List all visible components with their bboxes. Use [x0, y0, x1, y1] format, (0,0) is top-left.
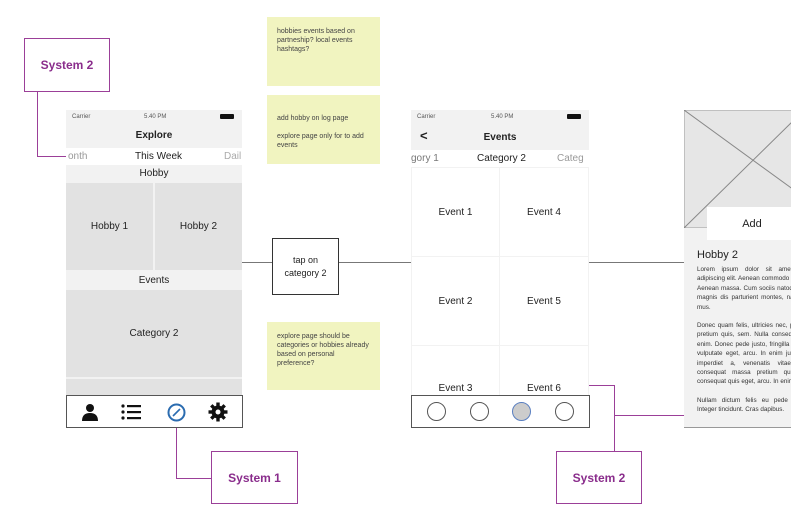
carrier-label: Carrier: [72, 114, 91, 120]
connector-line: [37, 156, 69, 157]
connector-line: [37, 91, 38, 157]
hobby-card[interactable]: Hobby 1: [66, 183, 153, 270]
flow-line: [338, 262, 411, 263]
event-card[interactable]: Event 1: [412, 168, 499, 256]
connector-line: [614, 385, 615, 451]
connector-line: [176, 420, 177, 479]
carrier-label: Carrier: [417, 114, 436, 120]
add-button[interactable]: Add: [707, 207, 791, 240]
sticky-note: add hobby on log page explore page only f…: [267, 95, 380, 164]
event-card[interactable]: Event 4: [500, 168, 588, 256]
battery-icon: [567, 114, 581, 119]
sticky-note: explore page should be categories or hob…: [267, 322, 380, 390]
compass-icon[interactable]: [167, 403, 186, 422]
connector-line: [584, 385, 615, 386]
explore-screen: Carrier 5.40 PM Explore onth This Week D…: [66, 110, 242, 395]
gear-icon[interactable]: [208, 402, 228, 422]
sticky-note: hobbies events based on partneship? loca…: [267, 17, 380, 86]
flow-line: [242, 262, 272, 263]
event-card[interactable]: Event 3: [412, 346, 499, 395]
tab-circle-icon[interactable]: [555, 402, 574, 421]
page-title: Explore: [135, 130, 173, 141]
system-1-label: System 1: [211, 451, 298, 504]
note-text: hobbies events based on partneship? loca…: [277, 28, 355, 53]
tab-bar: [411, 395, 590, 428]
time-label: 5.40 PM: [144, 114, 167, 120]
profile-icon[interactable]: [81, 403, 99, 421]
connector-line: [176, 478, 211, 479]
tab-daily[interactable]: Dail: [224, 151, 242, 162]
connector-line: [614, 415, 684, 416]
back-button[interactable]: <: [420, 128, 428, 143]
tab-circle-icon[interactable]: [470, 402, 489, 421]
tab-category-1[interactable]: gory 1: [411, 153, 439, 164]
hobby-card[interactable]: Hobby 2: [155, 183, 242, 270]
note-text: explore page only for to add events: [277, 133, 364, 149]
tap-action-box: tap on category 2: [272, 238, 339, 295]
hobby-detail-screen: Add Hobby 2 Lorem ipsum dolor sit amet, …: [684, 110, 791, 428]
note-text: explore page should be categories or hob…: [277, 333, 369, 367]
hobby-header: Hobby: [66, 168, 242, 179]
category-tabs: gory 1 Category 2 Categ: [411, 150, 589, 167]
battery-icon: [220, 114, 234, 119]
hobby-description: Lorem ipsum dolor sit amet, consectetuer…: [697, 266, 791, 414]
tab-this-week[interactable]: This Week: [135, 151, 183, 162]
tab-circle-icon-selected[interactable]: [512, 402, 531, 421]
system-2-label: System 2: [24, 38, 110, 92]
note-text: add hobby on log page: [277, 115, 349, 122]
category-card[interactable]: Category 2: [66, 290, 242, 377]
time-label: 5.40 PM: [491, 114, 514, 120]
tab-category-3[interactable]: Categ: [557, 153, 584, 164]
tab-circle-icon[interactable]: [427, 402, 446, 421]
event-card[interactable]: Event 6: [500, 346, 588, 395]
event-card[interactable]: Event 5: [500, 257, 588, 345]
category-card[interactable]: [66, 379, 242, 395]
events-screen: Carrier 5.40 PM < Events gory 1 Category…: [411, 110, 589, 395]
tab-bar: [66, 395, 243, 428]
status-bar: Carrier 5.40 PM: [66, 110, 242, 124]
flow-line: [589, 262, 685, 263]
system-2-label: System 2: [556, 451, 642, 504]
hobby-title: Hobby 2: [697, 249, 738, 261]
tab-category-2[interactable]: Category 2: [477, 153, 526, 164]
event-card[interactable]: Event 2: [412, 257, 499, 345]
tab-month[interactable]: onth: [68, 151, 88, 162]
page-title: Events: [483, 132, 517, 143]
status-bar: Carrier 5.40 PM: [411, 110, 589, 124]
time-tabs: onth This Week Dail: [66, 148, 242, 165]
list-icon[interactable]: [121, 404, 141, 420]
events-header: Events: [66, 275, 242, 286]
